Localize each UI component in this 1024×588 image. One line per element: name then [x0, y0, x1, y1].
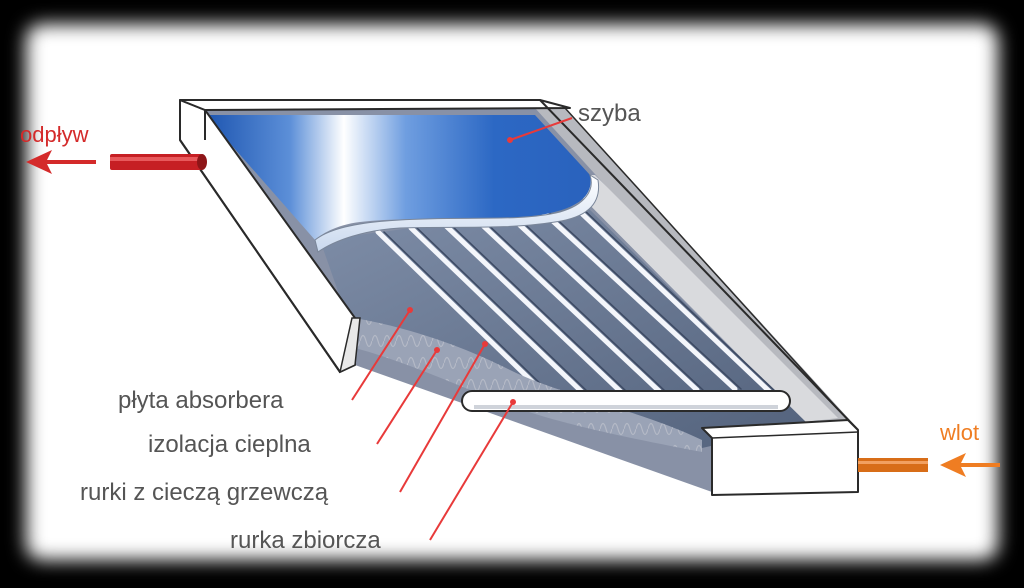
- leader-lines: [351, 117, 573, 541]
- fluid-tube: [540, 209, 738, 392]
- fluid-tube: [441, 221, 624, 395]
- right-inner-wall: [535, 108, 850, 422]
- fluid-tube: [474, 217, 662, 394]
- inlet-arrow: [940, 453, 1000, 477]
- glass-pane: [205, 115, 591, 240]
- absorber-plate-label: płyta absorbera: [118, 387, 284, 414]
- collector-tube-leader: [429, 401, 514, 541]
- glass-label: szyba: [578, 100, 641, 127]
- insulation-pattern: [355, 318, 702, 452]
- insulation-leader: [376, 349, 438, 445]
- fluid-tubes-label: rurki z cieczą grzewczą: [80, 479, 329, 506]
- fluid-tubes-leader: [399, 343, 486, 493]
- thermal-insulation-label: izolacja cieplna: [148, 431, 311, 458]
- fluid-tube: [573, 205, 773, 395]
- glass-leader: [509, 117, 573, 141]
- glass-curl: [314, 173, 600, 253]
- top-frame-rim: [179, 99, 571, 111]
- outlet-label: odpływ: [20, 122, 89, 147]
- end-block: [701, 419, 859, 496]
- collector-box: [179, 99, 859, 496]
- fluid-tube: [507, 213, 700, 393]
- right-frame-edge: [539, 99, 859, 431]
- leader-dots: [407, 137, 516, 405]
- fluid-tube: [375, 229, 548, 397]
- inlet-label: wlot: [939, 420, 979, 445]
- fluid-tubes-group: [375, 205, 777, 397]
- absorber-leader: [351, 309, 411, 401]
- right-inner-wall-light: [560, 175, 838, 422]
- absorber-plate-shape: [320, 205, 808, 448]
- collector-tube-label: rurka zbiorcza: [230, 527, 381, 554]
- outlet-pipe: [110, 154, 207, 170]
- collector-tube: [461, 390, 791, 412]
- inlet-pipe: [858, 458, 928, 472]
- fluid-tube: [408, 225, 586, 396]
- outlet-arrow: [26, 150, 96, 174]
